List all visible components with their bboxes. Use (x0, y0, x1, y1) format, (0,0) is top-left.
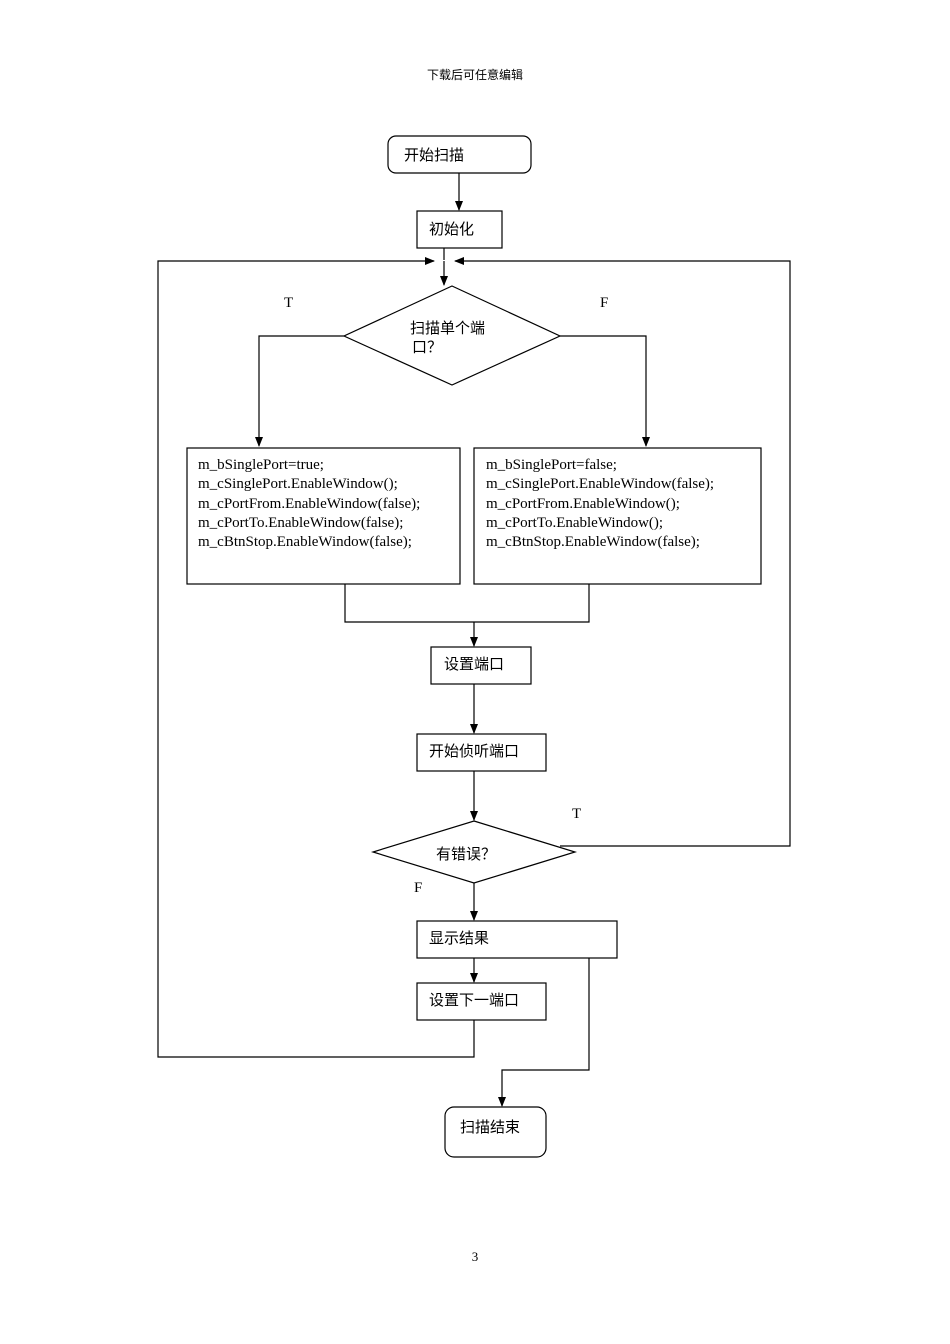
right-code-line: m_cBtnStop.EnableWindow(false); (486, 534, 700, 550)
decision-error-label: 有错误？ (436, 845, 496, 863)
decision-single-port: 扫描单个端 口？ (342, 285, 562, 386)
branch-false-label: F (600, 295, 608, 311)
merge-connector (344, 584, 590, 623)
arrow-to-end (498, 958, 590, 1107)
show-result-label: 显示结果 (429, 929, 489, 947)
init-label: 初始化 (429, 220, 474, 238)
next-port-label: 设置下一端口 (429, 991, 519, 1009)
loop-back-error-true (454, 257, 791, 847)
start-listen-box: 开始侦听端口 (416, 733, 547, 772)
arrow-to-right-box (560, 335, 650, 447)
start-label: 开始扫描 (404, 146, 464, 164)
decision-single-line2: 口？ (412, 338, 442, 356)
decision-single-line1: 扫描单个端 (410, 319, 485, 337)
left-code-line: m_bSinglePort=true; (198, 457, 324, 473)
right-code-line: m_bSinglePort=false; (486, 457, 617, 473)
set-port-box: 设置端口 (430, 646, 532, 685)
left-code-line: m_cSinglePort.EnableWindow(); (198, 476, 398, 492)
show-result-box: 显示结果 (416, 920, 618, 959)
error-true-label: T (572, 806, 581, 822)
decision-error: 有错误？ (370, 820, 578, 884)
end-terminal: 扫描结束 (444, 1106, 547, 1158)
error-false-label: F (414, 880, 422, 896)
left-code-line: m_cBtnStop.EnableWindow(false); (198, 534, 412, 550)
right-code-box: m_bSinglePort=false; m_cSinglePort.Enabl… (473, 447, 762, 585)
page-number: 3 (471, 1249, 479, 1264)
left-code-box: m_bSinglePort=true; m_cSinglePort.Enable… (186, 447, 461, 585)
start-listen-label: 开始侦听端口 (429, 742, 519, 760)
arrow-to-left-box (255, 335, 344, 447)
right-code-line: m_cPortFrom.EnableWindow(); (486, 496, 680, 512)
next-port-box: 设置下一端口 (416, 982, 547, 1021)
right-code-line: m_cPortTo.EnableWindow(); (486, 515, 663, 531)
right-code-line: m_cSinglePort.EnableWindow(false); (486, 476, 714, 492)
init-box: 初始化 (416, 210, 503, 249)
end-label: 扫描结束 (460, 1118, 520, 1136)
left-code-line: m_cPortFrom.EnableWindow(false); (198, 496, 420, 512)
start-terminal: 开始扫描 (387, 135, 532, 174)
page-header: 下载后可任意编辑 (426, 68, 523, 82)
branch-true-label: T (284, 295, 293, 311)
set-port-label: 设置端口 (444, 655, 504, 673)
left-code-line: m_cPortTo.EnableWindow(false); (198, 515, 403, 531)
loop-back-next-port (157, 257, 475, 1058)
